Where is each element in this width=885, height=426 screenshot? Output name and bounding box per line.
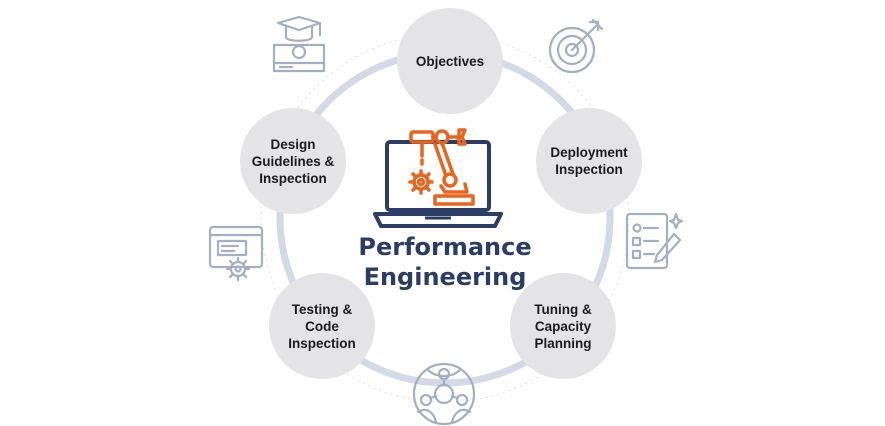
node-objectives: Objectives bbox=[397, 8, 503, 114]
title-line-1: Performance bbox=[358, 233, 532, 261]
checklist-icon bbox=[625, 212, 684, 270]
center-title: Performance Engineering bbox=[310, 232, 580, 292]
node-label: Design Guidelines & Inspection bbox=[251, 136, 335, 186]
target-icon bbox=[548, 18, 604, 74]
graduation-book-icon bbox=[272, 15, 326, 73]
node-testing-code-inspection: Testing & Code Inspection bbox=[269, 273, 375, 379]
title-line-2: Engineering bbox=[363, 263, 527, 291]
node-label: Deployment Inspection bbox=[550, 145, 628, 177]
network-globe-icon bbox=[412, 362, 476, 426]
node-deployment-inspection: Deployment Inspection bbox=[536, 108, 642, 214]
laptop-robot-arm-icon bbox=[373, 128, 503, 228]
node-label: Testing & Code Inspection bbox=[288, 301, 356, 351]
node-label: Objectives bbox=[415, 53, 485, 69]
certificate-gear-icon bbox=[208, 225, 264, 282]
node-label: Tuning & Capacity Planning bbox=[534, 301, 592, 351]
node-tuning-capacity-planning: Tuning & Capacity Planning bbox=[510, 273, 616, 379]
node-design-guidelines-inspection: Design Guidelines & Inspection bbox=[240, 108, 346, 214]
